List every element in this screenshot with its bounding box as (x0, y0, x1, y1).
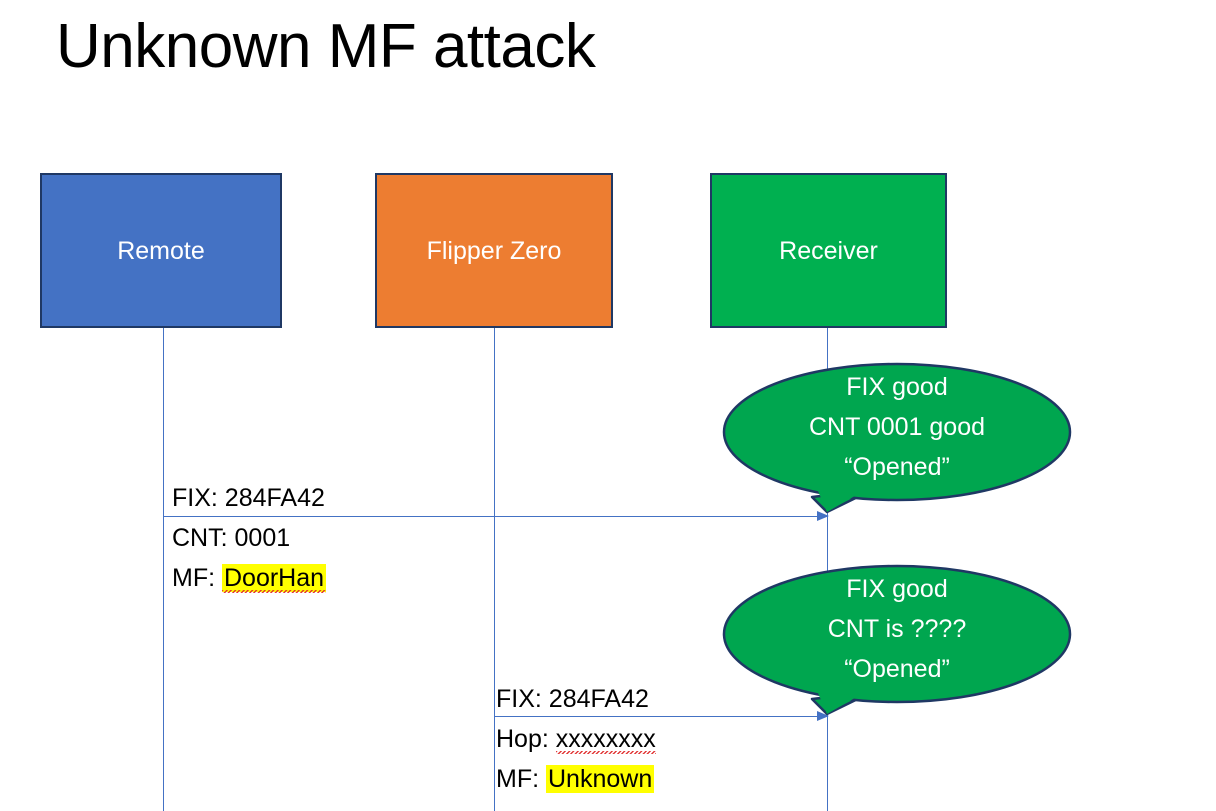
message-line-label: MF: (496, 765, 540, 793)
message-line: FIX: 284FA42 (172, 478, 326, 518)
message-arrow-remote-to-receiver (163, 511, 829, 521)
actor-box-receiver[interactable]: Receiver (710, 173, 947, 328)
callout-bubble-shape (722, 362, 1072, 514)
callout-bubble-shape (722, 564, 1072, 716)
message-line-label: FIX: (496, 685, 542, 713)
arrowhead-icon (817, 711, 829, 721)
message-line: FIX: 284FA42 (496, 679, 656, 719)
lifeline-flipper-zero (494, 328, 495, 811)
lifeline-receiver (827, 328, 828, 811)
message-line-label: FIX: (172, 484, 218, 512)
callout-receiver-response-2[interactable]: FIX good CNT is ???? “Opened” (722, 562, 1072, 722)
callout-receiver-response-1[interactable]: FIX good CNT 0001 good “Opened” (722, 360, 1072, 520)
message-arrow-flipper-to-receiver (494, 711, 829, 721)
actor-label-remote: Remote (117, 236, 205, 265)
message-line-value: 284FA42 (224, 484, 325, 512)
message-label-flipper-to-receiver: FIX: 284FA42 Hop: xxxxxxxx MF: Unknown (496, 679, 656, 799)
message-line-value: 0001 (234, 524, 291, 552)
lifeline-remote (163, 328, 164, 811)
message-label-remote-to-receiver: FIX: 284FA42 CNT: 0001 MF: DoorHan (172, 478, 327, 598)
page-title: Unknown MF attack (56, 12, 596, 81)
message-line-label: CNT: (172, 524, 228, 552)
message-line-value-highlighted: Unknown (546, 765, 655, 793)
message-line-label: MF: (172, 564, 216, 592)
actor-box-remote[interactable]: Remote (40, 173, 282, 328)
arrowhead-icon (817, 511, 829, 521)
actor-label-flipper-zero: Flipper Zero (426, 236, 562, 265)
message-line: CNT: 0001 (172, 518, 326, 558)
message-line-value-misspelled: xxxxxxxx (555, 725, 656, 753)
actor-box-flipper-zero[interactable]: Flipper Zero (375, 173, 613, 328)
message-line-value: 284FA42 (548, 685, 649, 713)
message-line: MF: Unknown (496, 759, 656, 799)
actor-label-receiver: Receiver (779, 236, 878, 265)
message-line-label: Hop: (496, 725, 549, 753)
message-line: Hop: xxxxxxxx (496, 719, 656, 759)
message-line: MF: DoorHan (172, 558, 327, 598)
message-line-value-highlighted: DoorHan (222, 564, 327, 592)
